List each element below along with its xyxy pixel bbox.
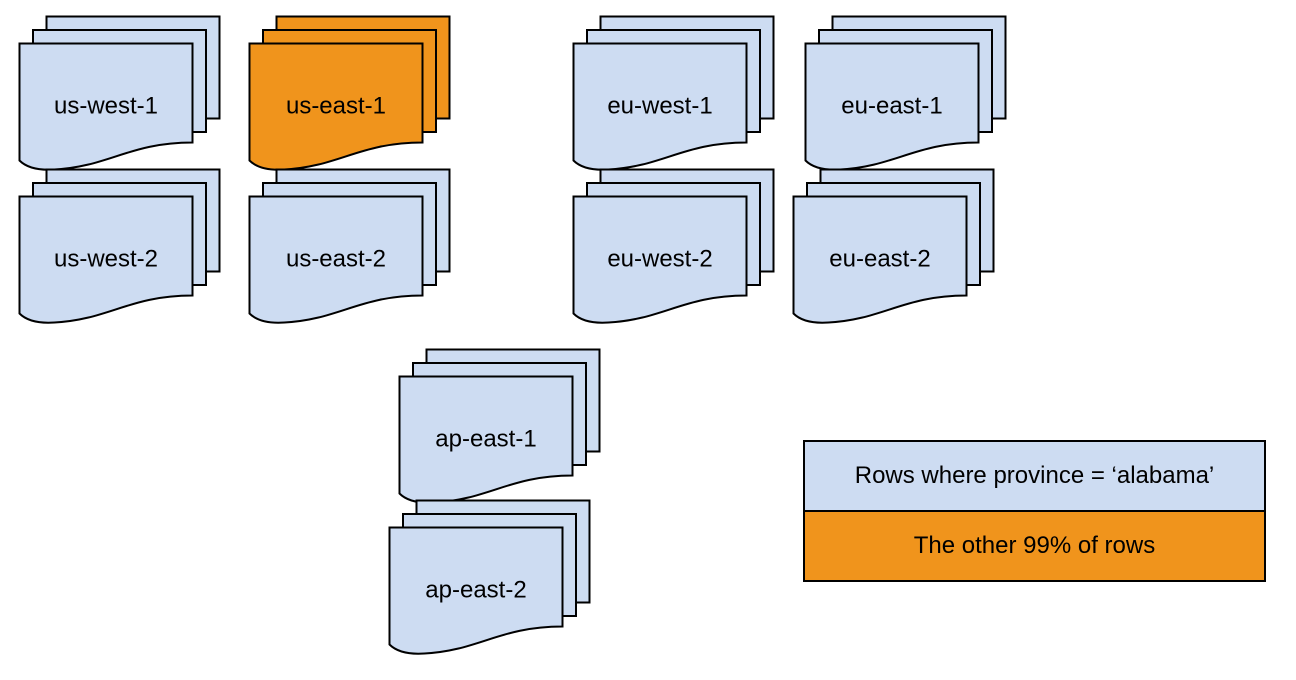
legend-item-other-rows: The other 99% of rows bbox=[805, 512, 1264, 580]
region-label-us-west-1: us-west-1 bbox=[54, 93, 158, 120]
legend-item-label: Rows where province = ‘alabama’ bbox=[854, 462, 1215, 489]
legend: Rows where province = ‘alabama’ The othe… bbox=[803, 440, 1266, 582]
region-label-us-west-2: us-west-2 bbox=[54, 246, 158, 273]
region-label-ap-east-2: ap-east-2 bbox=[425, 577, 526, 604]
region-stack-us-west-1: us-west-1 bbox=[18, 15, 221, 171]
legend-item-alabama-rows: Rows where province = ‘alabama’ bbox=[805, 442, 1264, 512]
region-stack-eu-west-2: eu-west-2 bbox=[572, 168, 775, 324]
region-stack-us-east-2: us-east-2 bbox=[248, 168, 451, 324]
region-stack-us-west-2: us-west-2 bbox=[18, 168, 221, 324]
legend-item-label: The other 99% of rows bbox=[913, 532, 1156, 559]
region-label-us-east-2: us-east-2 bbox=[286, 246, 386, 273]
region-label-eu-east-2: eu-east-2 bbox=[829, 246, 930, 273]
region-stack-us-east-1: us-east-1 bbox=[248, 15, 451, 171]
region-stack-eu-west-1: eu-west-1 bbox=[572, 15, 775, 171]
region-stack-ap-east-2: ap-east-2 bbox=[388, 499, 591, 655]
region-label-eu-west-1: eu-west-1 bbox=[607, 93, 712, 120]
region-label-us-east-1: us-east-1 bbox=[286, 93, 386, 120]
region-stack-eu-east-1: eu-east-1 bbox=[804, 15, 1007, 171]
region-label-ap-east-1: ap-east-1 bbox=[435, 426, 536, 453]
region-stack-ap-east-1: ap-east-1 bbox=[398, 348, 601, 504]
region-label-eu-west-2: eu-west-2 bbox=[607, 246, 712, 273]
region-label-eu-east-1: eu-east-1 bbox=[841, 93, 942, 120]
region-stack-eu-east-2: eu-east-2 bbox=[792, 168, 995, 324]
